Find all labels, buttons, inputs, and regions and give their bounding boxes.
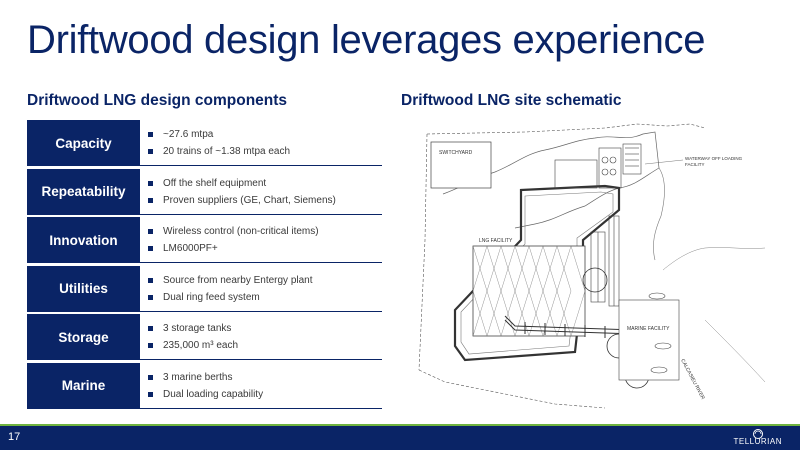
property-boundary-top	[426, 123, 706, 135]
list-item: LM6000PF+	[148, 240, 382, 257]
bullet-square-icon	[148, 374, 153, 380]
marine-facility-label: MARINE FACILITY	[627, 326, 670, 332]
page-number: 17	[8, 431, 21, 443]
table-row: Capacity ~27.6 mtpa 20 trains of ~1.38 m…	[27, 120, 382, 166]
footer-accent-line	[0, 424, 800, 426]
waterway-label: WATERWAY OFF LOADING	[685, 156, 743, 161]
table-row: Utilities Source from nearby Entergy pla…	[27, 265, 382, 312]
list-item: Dual ring feed system	[148, 289, 382, 306]
lng-facility-area: LNG FACILITY	[472, 238, 586, 337]
switchyard-block	[430, 141, 492, 189]
row-label: Capacity	[27, 120, 140, 166]
row-body: 3 storage tanks 235,000 m³ each	[140, 314, 382, 361]
components-table: Capacity ~27.6 mtpa 20 trains of ~1.38 m…	[27, 120, 382, 412]
list-item: Proven suppliers (GE, Chart, Siemens)	[148, 192, 382, 209]
bullet-square-icon	[148, 149, 153, 154]
bullet-square-icon	[148, 343, 153, 349]
page-title: Driftwood design leverages experience	[27, 18, 706, 62]
list-item: Source from nearby Entergy plant	[148, 272, 382, 289]
bullet-square-icon	[148, 294, 153, 300]
row-label: Innovation	[27, 217, 140, 264]
bullet-square-icon	[148, 180, 153, 186]
row-label: Marine	[27, 362, 140, 409]
river-bank-contour	[662, 247, 766, 271]
bullet-square-icon	[148, 277, 153, 283]
property-boundary-left	[418, 133, 428, 371]
list-item: Dual loading capability	[148, 386, 382, 403]
river-label: CALCASIEU RIVER	[679, 358, 706, 401]
bullet-square-icon	[148, 391, 153, 397]
schematic-subheading: Driftwood LNG site schematic	[401, 92, 622, 109]
table-row: Storage 3 storage tanks 235,000 m³ each	[27, 314, 382, 361]
switchyard-label: SWITCHYARD	[439, 150, 473, 156]
footer-bar	[0, 426, 800, 450]
bullet-square-icon	[148, 132, 153, 137]
river-bank-contour-lower	[704, 319, 766, 383]
row-label: Storage	[27, 314, 140, 361]
waterway-label-line2: FACILITY	[685, 162, 705, 167]
row-body: Wireless control (non-critical items) LM…	[140, 217, 382, 264]
row-body: Off the shelf equipment Proven suppliers…	[140, 169, 382, 215]
list-item: 20 trains of ~1.38 mtpa each	[148, 143, 382, 160]
row-body: 3 marine berths Dual loading capability	[140, 363, 382, 409]
bullet-square-icon	[148, 246, 153, 252]
bullet-square-icon	[148, 197, 153, 203]
list-item: Off the shelf equipment	[148, 175, 382, 192]
lng-facility-label: LNG FACILITY	[479, 238, 513, 244]
tellurian-logo	[753, 429, 763, 439]
list-item: 3 marine berths	[148, 369, 382, 386]
list-item: Wireless control (non-critical items)	[148, 223, 382, 240]
bullet-square-icon	[148, 326, 153, 332]
list-item: ~27.6 mtpa	[148, 126, 382, 143]
list-item: 3 storage tanks	[148, 320, 382, 337]
row-body: Source from nearby Entergy plant Dual ri…	[140, 266, 382, 312]
shore-contour	[653, 167, 665, 261]
site-schematic-drawing: SWITCHYARD LNG FACILITY	[418, 123, 766, 409]
tellurian-logo-text: TELLURIAN	[733, 437, 782, 446]
tree-line-contour	[442, 131, 660, 229]
row-label: Repeatability	[27, 168, 140, 215]
row-body: ~27.6 mtpa 20 trains of ~1.38 mtpa each	[140, 120, 382, 166]
components-subheading: Driftwood LNG design components	[27, 92, 288, 109]
process-equipment	[554, 143, 642, 307]
table-row: Innovation Wireless control (non-critica…	[27, 217, 382, 264]
marine-facility: MARINE FACILITY	[618, 292, 680, 381]
bullet-square-icon	[148, 229, 153, 235]
table-row: Marine 3 marine berths Dual loading capa…	[27, 362, 382, 409]
list-item: 235,000 m³ each	[148, 337, 382, 354]
row-label: Utilities	[27, 265, 140, 312]
table-row: Repeatability Off the shelf equipment Pr…	[27, 168, 382, 215]
property-boundary-bottom	[418, 369, 606, 409]
leader-line	[644, 159, 684, 165]
